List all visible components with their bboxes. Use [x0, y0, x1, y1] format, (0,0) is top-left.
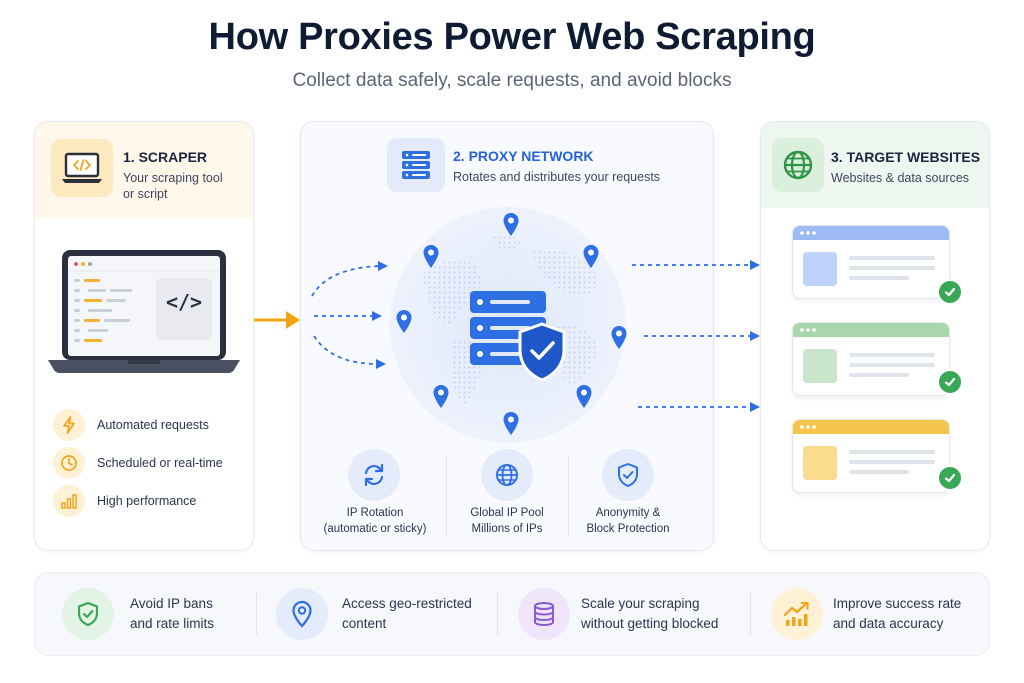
- globe-icon: [772, 138, 824, 192]
- benefit-avoid-bans-line1: Avoid IP bans: [130, 596, 213, 611]
- location-pin-icon: [582, 244, 600, 270]
- benefits-bar: [34, 572, 990, 656]
- location-pin-icon: [395, 309, 413, 335]
- laptop-illustration: [48, 248, 240, 376]
- feature-anonymity-line1: Anonymity &: [595, 507, 661, 519]
- scraper-title: 1. SCRAPER: [123, 149, 208, 165]
- divider: [497, 593, 498, 635]
- check-circle-icon: [937, 279, 963, 305]
- location-pin-icon: [432, 384, 450, 410]
- page-subtitle: Collect data safely, scale requests, and…: [292, 70, 732, 91]
- proxy-title: 2. PROXY NETWORK: [453, 148, 594, 164]
- target-website-card: [792, 322, 950, 396]
- feature-ip-pool-line1: Global IP Pool: [470, 507, 544, 519]
- server-rack-icon: [387, 138, 445, 192]
- outgoing-request-arrows: [628, 252, 764, 418]
- site-image-placeholder: [803, 252, 837, 286]
- location-pin-icon: [422, 244, 440, 270]
- incoming-request-arrows: [308, 250, 394, 380]
- location-pin-icon: [502, 411, 520, 437]
- location-pin-icon: [502, 212, 520, 238]
- divider: [750, 593, 751, 635]
- shield-check-icon: [602, 449, 654, 501]
- shield-check-icon: [62, 588, 114, 640]
- benefit-geo-line2: content: [342, 616, 387, 631]
- divider: [446, 456, 447, 536]
- benefit-geo-line1: Access geo-restricted: [342, 596, 472, 611]
- site-image-placeholder: [803, 349, 837, 383]
- laptop-icon: [51, 139, 113, 197]
- code-glyph: </>: [165, 290, 203, 314]
- scraper-desc-line2: or script: [123, 187, 168, 201]
- benefit-success-line1: Improve success rate: [833, 596, 962, 611]
- location-pin-icon: [610, 325, 628, 351]
- location-pin-icon: [276, 588, 328, 640]
- site-title-bar: [793, 323, 949, 337]
- page-title: How Proxies Power Web Scraping: [208, 16, 816, 58]
- feature-ip-rotation-line2: (automatic or sticky): [323, 523, 427, 535]
- target-website-card: [792, 225, 950, 299]
- globe-icon: [481, 449, 533, 501]
- location-pin-icon: [575, 384, 593, 410]
- feature-automated-requests: Automated requests: [97, 418, 209, 432]
- feature-ip-rotation-line1: IP Rotation: [346, 507, 404, 519]
- proxy-desc: Rotates and distributes your requests: [453, 170, 661, 184]
- benefit-avoid-bans-line2: and rate limits: [130, 616, 215, 631]
- site-title-bar: [793, 420, 949, 434]
- bar-chart-icon: [53, 485, 85, 517]
- feature-ip-pool-line2: Millions of IPs: [471, 523, 543, 535]
- trend-up-icon: [771, 588, 823, 640]
- check-circle-icon: [937, 369, 963, 395]
- benefit-scale-line1: Scale your scraping: [581, 596, 700, 611]
- target-website-card: [792, 419, 950, 493]
- site-image-placeholder: [803, 446, 837, 480]
- benefit-success-line2: and data accuracy: [833, 616, 944, 631]
- feature-high-performance: High performance: [97, 494, 197, 508]
- scraper-to-proxy-arrow: [252, 308, 302, 332]
- site-title-bar: [793, 226, 949, 240]
- scraper-desc-line1: Your scraping tool: [123, 171, 223, 185]
- proxy-server-icon: [466, 288, 570, 384]
- targets-desc: Websites & data sources: [831, 171, 970, 185]
- database-icon: [518, 588, 570, 640]
- targets-title: 3. TARGET WEBSITES: [831, 149, 981, 165]
- lightning-icon: [53, 409, 85, 441]
- divider: [256, 593, 257, 635]
- clock-icon: [53, 447, 85, 479]
- check-circle-icon: [937, 465, 963, 491]
- rotate-icon: [348, 449, 400, 501]
- benefit-scale-line2: without getting blocked: [581, 616, 719, 631]
- feature-anonymity-line2: Block Protection: [586, 523, 670, 535]
- feature-scheduled: Scheduled or real-time: [97, 456, 223, 470]
- divider: [568, 456, 569, 536]
